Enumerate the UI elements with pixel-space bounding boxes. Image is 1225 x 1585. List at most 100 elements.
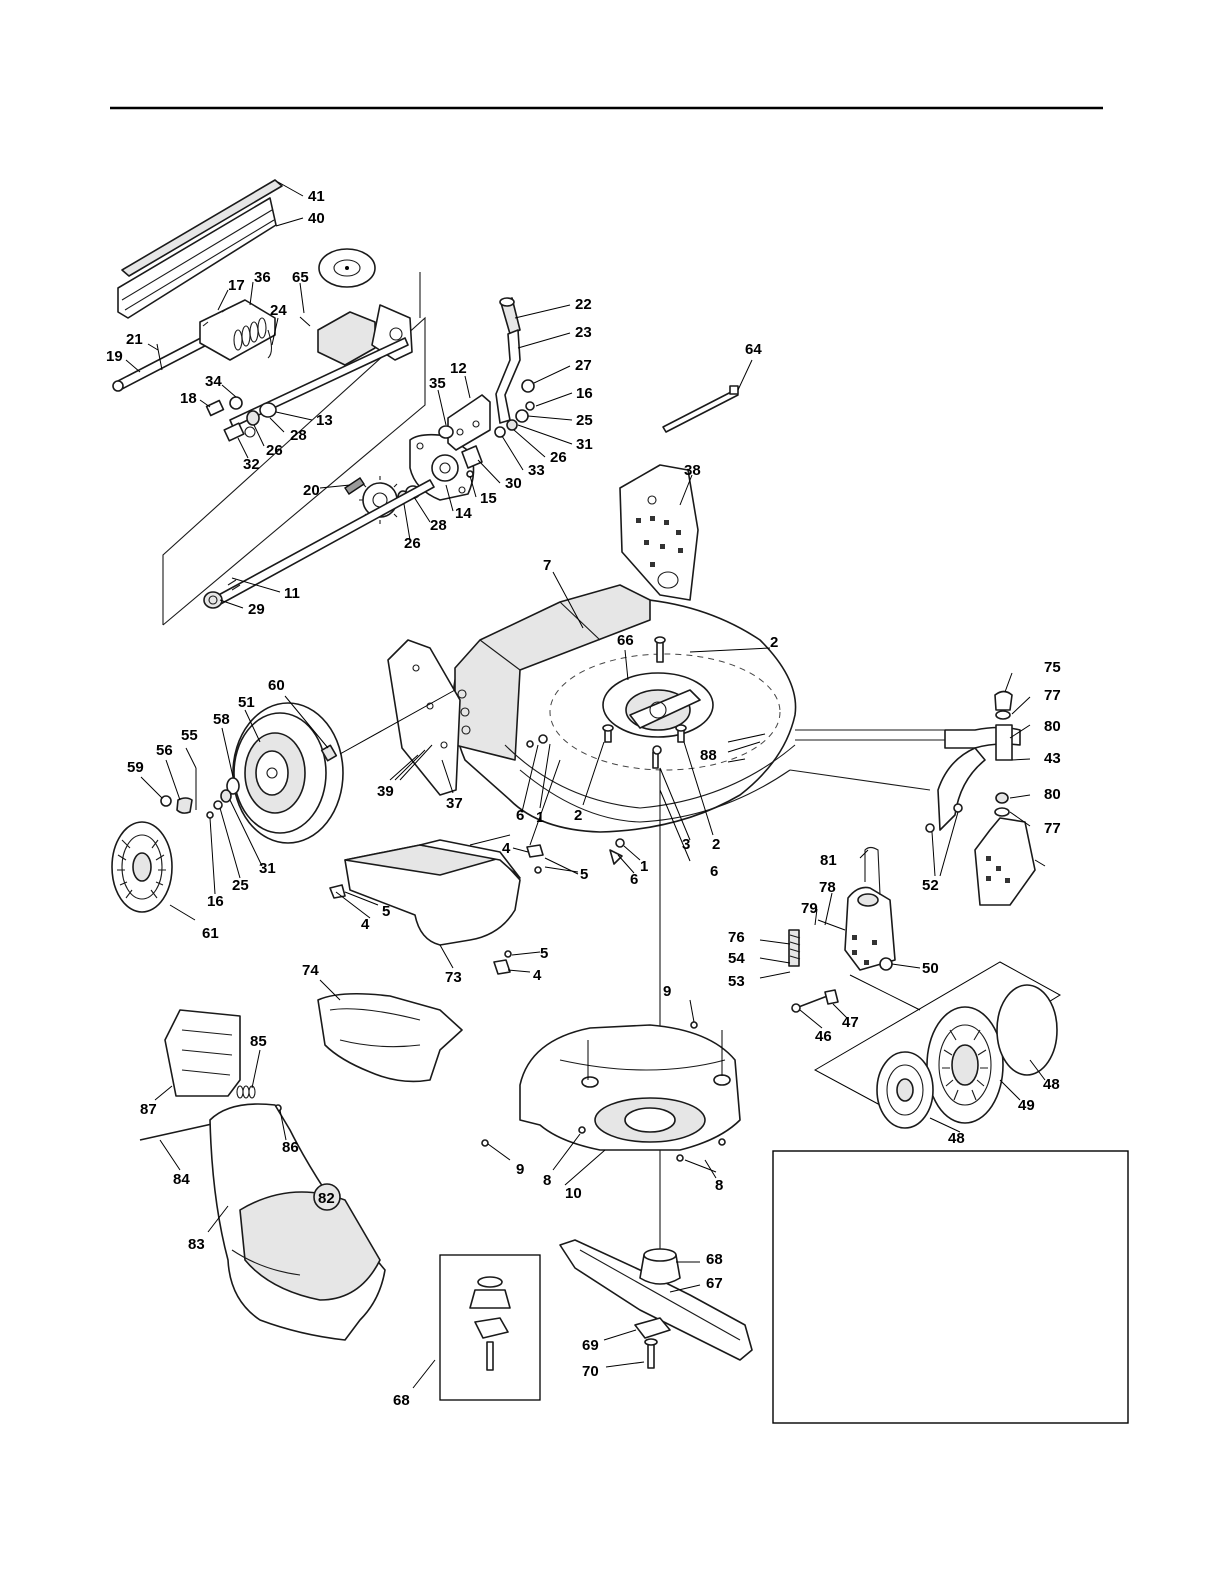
drive-assembly [113, 180, 534, 625]
callout: 4 [502, 840, 511, 857]
callout: 8 [543, 1172, 551, 1189]
callout: 8 [715, 1177, 723, 1194]
callout: 1 [640, 858, 648, 875]
callout: 2 [712, 836, 720, 853]
callout: 84 [173, 1171, 190, 1188]
front-hubcap-inner [997, 985, 1057, 1075]
callout: 74 [302, 962, 319, 979]
callout: 31 [259, 860, 276, 877]
callout: 15 [480, 490, 497, 507]
callout: 4 [361, 916, 370, 933]
callout: 50 [922, 960, 939, 977]
callout: 17 [228, 277, 245, 294]
callout: 75 [1044, 659, 1061, 676]
callout: 76 [728, 929, 745, 946]
callout: 59 [127, 759, 144, 776]
callout: 31 [576, 436, 593, 453]
callout: 41 [308, 188, 325, 205]
callout: 35 [429, 375, 446, 392]
handle-bracket-38 [620, 465, 698, 600]
callout: 29 [248, 601, 265, 618]
callout: 21 [126, 331, 143, 348]
callout: 77 [1044, 687, 1061, 704]
callout: 36 [254, 269, 271, 286]
callout: 61 [202, 925, 219, 942]
callout: 28 [430, 517, 447, 534]
callout: 39 [377, 783, 394, 800]
callout: 73 [445, 969, 462, 986]
callout: 5 [580, 866, 588, 883]
callout: 2 [770, 634, 778, 651]
callout: 9 [663, 983, 671, 1000]
callout: 85 [250, 1033, 267, 1050]
callout: 87 [140, 1101, 157, 1118]
callout: 58 [213, 711, 230, 728]
callout: 78 [819, 879, 836, 896]
callout: 14 [455, 505, 472, 522]
callout: 68 [706, 1251, 723, 1268]
callout: 6 [710, 863, 718, 880]
callout: 53 [728, 973, 745, 990]
callout: 69 [582, 1337, 599, 1354]
callout: 32 [243, 456, 260, 473]
callout: 26 [266, 442, 283, 459]
callout: 9 [516, 1161, 524, 1178]
callout: 68 [393, 1392, 410, 1409]
callout: 83 [188, 1236, 205, 1253]
callout: 25 [576, 412, 593, 429]
callout: 64 [745, 341, 762, 358]
callout: 1 [536, 809, 544, 826]
callout: 24 [270, 302, 287, 319]
callout: 55 [181, 727, 198, 744]
callout: 27 [575, 357, 592, 374]
callout: 25 [232, 877, 249, 894]
callout: 43 [1044, 750, 1061, 767]
rear-axle [213, 480, 434, 606]
callout: 7 [543, 557, 551, 574]
callout: 51 [238, 694, 255, 711]
callout: 3 [682, 836, 690, 853]
callout: 70 [582, 1363, 599, 1380]
callout: 48 [948, 1130, 965, 1147]
notes-box [773, 1151, 1128, 1423]
callout: 54 [728, 950, 745, 967]
callout: 30 [505, 475, 522, 492]
callout: 60 [268, 677, 285, 694]
callout: 46 [815, 1028, 832, 1045]
callout: 56 [156, 742, 173, 759]
callout: 38 [684, 462, 701, 479]
callout: 4 [533, 967, 542, 984]
callout: 5 [540, 945, 548, 962]
callout: 37 [446, 795, 463, 812]
bag-frame-87 [165, 1010, 240, 1096]
callout: 13 [316, 412, 333, 429]
callout: 47 [842, 1014, 859, 1031]
callout: 86 [282, 1139, 299, 1156]
callout: 52 [922, 877, 939, 894]
callout: 5 [382, 903, 390, 920]
callout: 88 [700, 747, 717, 764]
callout: 6 [630, 871, 638, 888]
callout: 34 [205, 373, 222, 390]
callout: 26 [550, 449, 567, 466]
callout: 82 [318, 1190, 335, 1207]
callout: 22 [575, 296, 592, 313]
callout: 48 [1043, 1076, 1060, 1093]
callout: 49 [1018, 1097, 1035, 1114]
callout: 77 [1044, 820, 1061, 837]
callout: 66 [617, 632, 634, 649]
callout: 28 [290, 427, 307, 444]
callout: 40 [308, 210, 325, 227]
callout: 26 [404, 535, 421, 552]
callout: 12 [450, 360, 467, 377]
callout: 19 [106, 348, 123, 365]
callout: 33 [528, 462, 545, 479]
callout: 20 [303, 482, 320, 499]
callout: 2 [574, 807, 582, 824]
callout: 81 [820, 852, 837, 869]
callout: 10 [565, 1185, 582, 1202]
callout: 16 [207, 893, 224, 910]
callout: 16 [576, 385, 593, 402]
callout: 18 [180, 390, 197, 407]
